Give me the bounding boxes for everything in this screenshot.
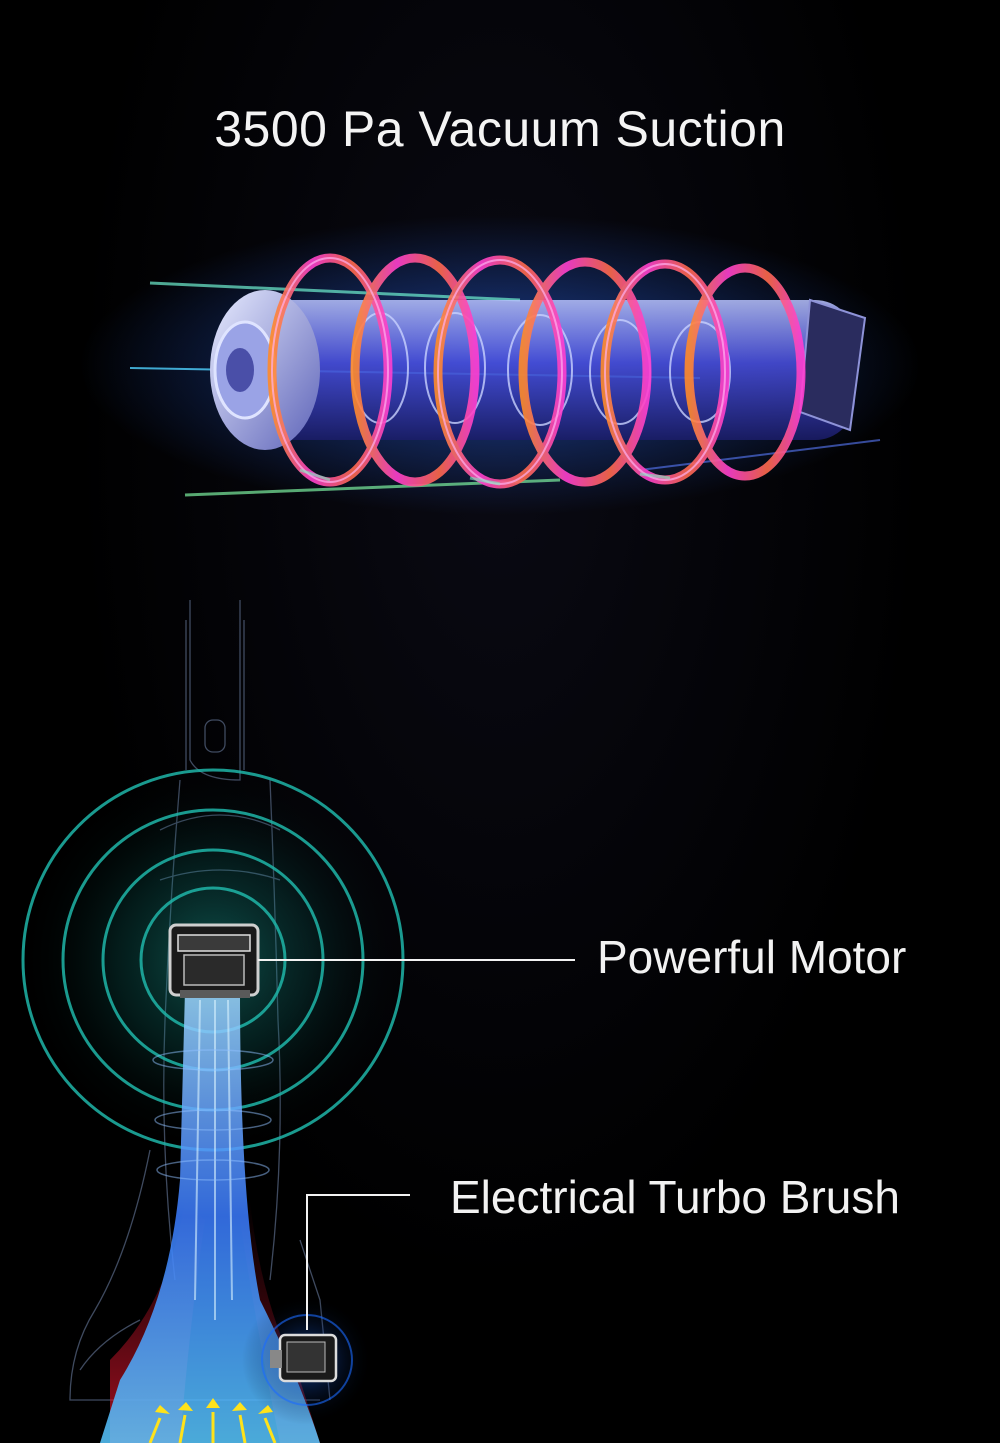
motor-cutaway-image <box>80 215 920 515</box>
airflow-arrow-icon <box>148 1398 277 1443</box>
callout-powerful-motor: Powerful Motor <box>597 931 907 983</box>
motor-unit-icon <box>168 923 260 998</box>
callout-line-brush <box>306 1194 410 1330</box>
turbo-brush-motor-icon <box>242 1295 372 1425</box>
headline: 3500 Pa Vacuum Suction <box>214 101 786 157</box>
callout-turbo-brush: Electrical Turbo Brush <box>450 1171 900 1223</box>
